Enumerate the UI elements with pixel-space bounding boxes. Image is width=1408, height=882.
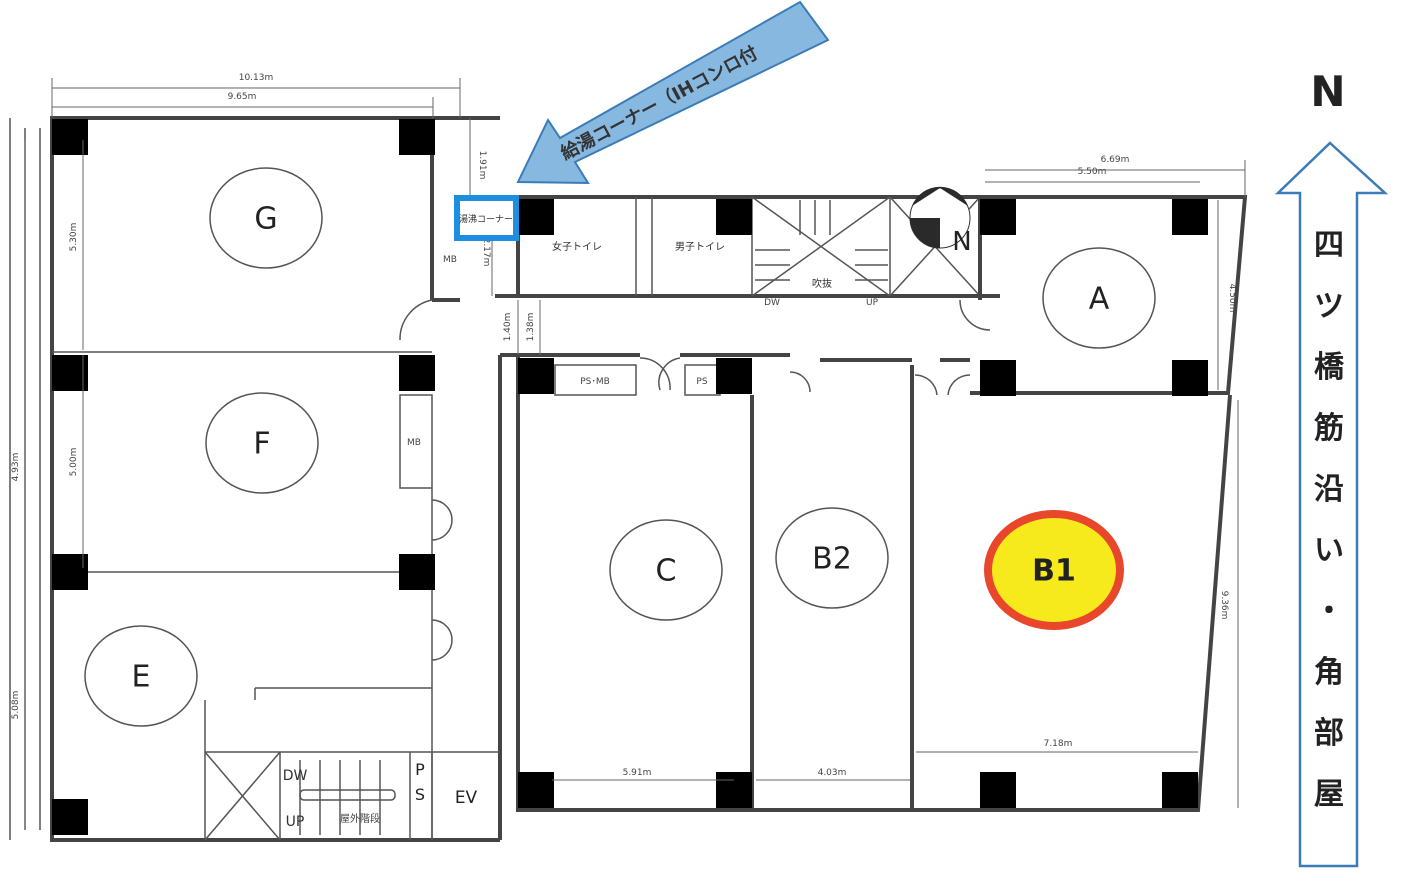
- dim-4-50: 4.50m: [1227, 284, 1237, 313]
- dim-4-93: 4.93m: [11, 453, 21, 482]
- dim-1-38: 1.38m: [526, 313, 536, 342]
- compass-n-label: N: [952, 227, 971, 257]
- side-char: 沿: [1314, 472, 1344, 507]
- dimension-lines: 10.13m 9.65m 6.69m 5.50m 5.91m 4.03m 7.1…: [11, 73, 1246, 830]
- south-stair-dw-label: DW: [283, 768, 308, 784]
- mb-label: MB: [407, 438, 421, 448]
- ev-label: EV: [455, 788, 478, 808]
- north-strip-walls: [470, 116, 1000, 298]
- stair-up-label: UP: [866, 298, 879, 308]
- dim-5-00: 5.00m: [69, 448, 79, 477]
- side-char: ツ: [1314, 289, 1344, 324]
- callout-arrow-icon: [516, 0, 830, 185]
- dim-5-50: 5.50m: [1078, 167, 1107, 177]
- callout-text: 給湯コーナー（IHコンロ付: [557, 42, 761, 165]
- dim-5-30: 5.30m: [69, 223, 79, 252]
- room-a-marker[interactable]: [1042, 247, 1156, 349]
- stair-dw-label: DW: [764, 298, 780, 308]
- room-g-label: G: [254, 202, 277, 237]
- dim-5-91: 5.91m: [623, 768, 652, 778]
- womens-toilet-label: 女子トイレ: [552, 240, 602, 253]
- room-c-label: C: [656, 554, 677, 589]
- ps-p-label: P: [415, 760, 425, 779]
- ps-s-label: S: [415, 785, 425, 804]
- room-a-label: A: [1089, 282, 1110, 317]
- dim-2-17: 2.17m: [481, 238, 491, 267]
- north-label: N: [1310, 67, 1345, 116]
- mens-toilet-label: 男子トイレ: [675, 241, 725, 253]
- outer-stair-label: 屋外階段: [340, 812, 380, 825]
- street-direction-arrow-icon: [1274, 141, 1389, 868]
- room-c-marker[interactable]: [609, 519, 723, 621]
- mb-small-label: MB: [443, 255, 457, 265]
- room-markers: G F E A C B2 B1: [84, 167, 1156, 727]
- dim-5-08: 5.08m: [11, 691, 21, 720]
- room-f-label: F: [253, 427, 270, 462]
- dim-10-13: 10.13m: [239, 73, 274, 83]
- side-char: 屋: [1314, 777, 1344, 812]
- side-char: い: [1314, 533, 1344, 568]
- side-char: 四: [1314, 228, 1344, 263]
- ps-mb-label: PS･MB: [580, 377, 610, 387]
- room-b1-highlight[interactable]: [984, 510, 1124, 630]
- room-b2-marker[interactable]: [775, 507, 889, 609]
- side-char: 筋: [1314, 411, 1344, 446]
- dim-6-69: 6.69m: [1101, 155, 1130, 165]
- dim-1-40: 1.40m: [503, 313, 513, 342]
- lower-block-walls: [399, 299, 1232, 812]
- room-e-marker[interactable]: [84, 625, 198, 727]
- dim-1-91: 1.91m: [477, 151, 487, 180]
- side-char: 部: [1314, 716, 1344, 751]
- dim-7-18: 7.18m: [1044, 739, 1073, 749]
- tea-corner-box[interactable]: [454, 195, 519, 241]
- room-labels: 女子トイレ 男子トイレ 吹抜 DW UP PS･MB PS MB MB DW U…: [283, 240, 879, 830]
- street-side-label: 四 ツ 橋 筋 沿 い ・ 角 部 屋: [1314, 228, 1345, 812]
- dim-9-36: 9.36m: [1219, 591, 1229, 620]
- side-char: ・: [1314, 594, 1344, 629]
- room-g-marker[interactable]: [209, 167, 323, 269]
- tea-corner-box-label: 湯沸コーナー: [459, 213, 513, 225]
- ps-label: PS: [696, 377, 707, 387]
- room-f-marker[interactable]: [205, 392, 319, 494]
- south-stair-up-label: UP: [286, 814, 305, 830]
- dim-9-65: 9.65m: [228, 92, 257, 102]
- tea-corner-callout: 給湯コーナー（IHコンロ付 湯沸コーナー: [454, 0, 830, 241]
- compass-icon: N: [909, 186, 972, 257]
- void-label: 吹抜: [812, 277, 832, 290]
- room-e-label: E: [132, 660, 151, 695]
- side-char: 橋: [1314, 350, 1345, 385]
- room-b2-label: B2: [812, 542, 852, 577]
- room-b1-label: B1: [1032, 554, 1076, 589]
- side-char: 角: [1314, 655, 1344, 690]
- structural-columns: [52, 119, 1208, 835]
- dim-4-03: 4.03m: [818, 768, 847, 778]
